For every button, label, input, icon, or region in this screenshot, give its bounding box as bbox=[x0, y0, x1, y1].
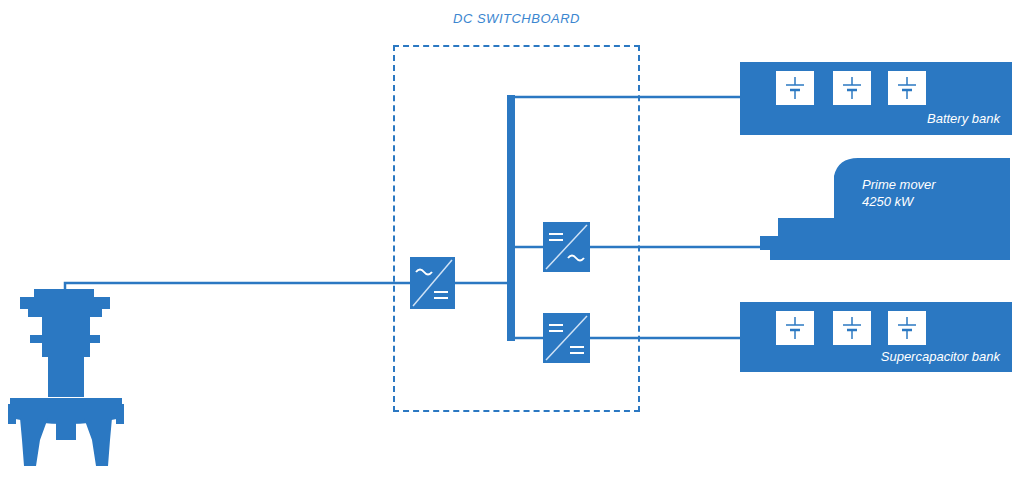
power-rating: 4250 kW bbox=[862, 193, 1010, 210]
switchboard-region: DC SWITCHBOARD bbox=[393, 45, 640, 412]
ac-dc-converter bbox=[410, 257, 455, 309]
box-label: Battery bank bbox=[740, 111, 1000, 126]
box-label: Supercapacitor bank bbox=[740, 349, 1000, 364]
region-heading: DC SWITCHBOARD bbox=[395, 11, 638, 26]
battery-bank-box: Battery bank bbox=[740, 62, 1012, 135]
connector-line bbox=[640, 337, 741, 340]
thruster-illustration bbox=[8, 289, 124, 466]
supercapacitor-bank-box: Supercapacitor bank bbox=[740, 302, 1012, 372]
wires bbox=[65, 97, 640, 338]
dc-dc-converter bbox=[543, 313, 590, 363]
box-label: Prime mover bbox=[862, 176, 1010, 193]
dc-bus-bar bbox=[507, 95, 515, 341]
connector-line bbox=[640, 246, 761, 249]
dc-ac-converter bbox=[543, 222, 590, 272]
connector-line bbox=[640, 96, 741, 99]
prime-mover-shape: Prime mover4250 kW bbox=[760, 158, 1010, 260]
